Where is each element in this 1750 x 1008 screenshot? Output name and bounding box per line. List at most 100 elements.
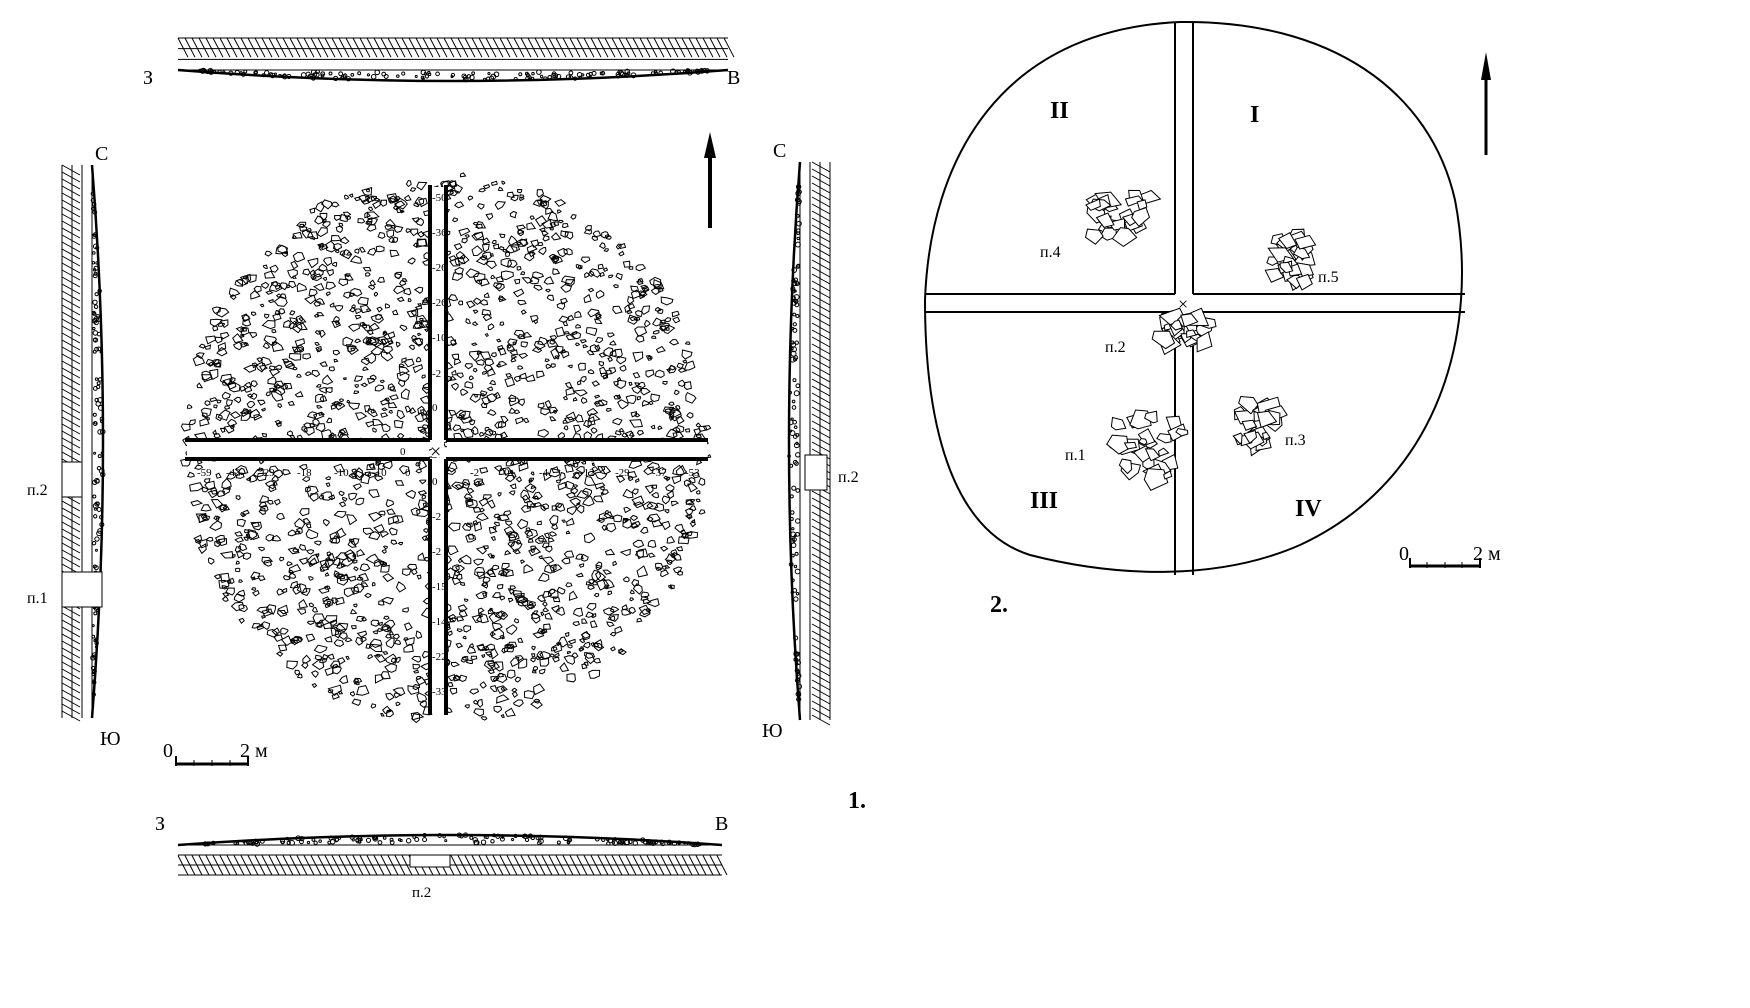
stone	[684, 530, 699, 539]
stone	[486, 409, 497, 416]
stone	[370, 703, 377, 709]
stone	[684, 341, 691, 345]
stone	[355, 497, 365, 506]
stone	[507, 597, 514, 603]
stone	[289, 310, 296, 316]
stone	[337, 657, 346, 666]
stone	[338, 674, 349, 685]
stone	[243, 536, 249, 541]
stone	[516, 224, 526, 231]
stone	[522, 417, 530, 424]
stone	[248, 332, 258, 339]
stone	[669, 409, 682, 422]
right-pit2-label: п.2	[838, 469, 859, 486]
stone	[311, 606, 319, 613]
stone	[356, 685, 370, 696]
stone	[580, 397, 588, 404]
stone	[205, 358, 215, 367]
stone	[555, 479, 561, 484]
stone	[386, 709, 392, 713]
stone	[505, 244, 521, 254]
stone	[411, 713, 421, 724]
stone	[638, 290, 647, 297]
stone	[590, 641, 596, 647]
stone	[652, 330, 660, 335]
level-label: 0	[432, 476, 438, 488]
stone	[315, 423, 326, 433]
stone	[661, 565, 667, 570]
stone	[636, 565, 649, 578]
stone	[619, 364, 627, 372]
stone	[500, 416, 509, 424]
stone	[397, 541, 404, 546]
stone	[509, 483, 517, 490]
stone	[355, 636, 363, 646]
level-label: -26	[432, 262, 447, 274]
stone	[327, 494, 336, 501]
stone	[194, 538, 202, 544]
stone	[542, 503, 550, 510]
stone	[213, 574, 221, 580]
stone	[548, 588, 556, 595]
stone	[372, 418, 384, 427]
stone	[190, 500, 203, 507]
stone	[414, 196, 425, 206]
stone	[200, 504, 212, 512]
stone	[289, 434, 296, 439]
stone	[295, 373, 302, 378]
stone	[507, 338, 518, 346]
stone	[533, 502, 543, 508]
stone	[508, 235, 519, 246]
stone	[373, 524, 385, 534]
stone	[313, 282, 325, 291]
scale-bar-fig1	[175, 756, 249, 766]
stone	[532, 610, 539, 615]
stone	[473, 393, 478, 398]
stone	[410, 568, 418, 576]
stone	[543, 276, 555, 285]
stone	[280, 635, 292, 647]
stone	[543, 623, 552, 631]
stone	[472, 368, 478, 373]
stone	[537, 336, 550, 346]
stone	[475, 359, 485, 366]
stone	[587, 270, 595, 278]
stone	[470, 655, 478, 661]
stone	[558, 315, 569, 323]
stone	[460, 416, 473, 424]
stone	[213, 404, 218, 409]
stone	[506, 191, 515, 198]
right-north-label: С	[773, 140, 786, 162]
stone	[380, 412, 389, 418]
stone	[551, 523, 559, 531]
stone	[557, 636, 569, 648]
stone	[526, 244, 538, 254]
stone	[388, 197, 398, 204]
stone	[302, 654, 312, 664]
stone	[386, 626, 392, 632]
stone	[413, 321, 423, 330]
stone	[644, 484, 654, 495]
stone	[349, 255, 363, 264]
stone	[286, 430, 293, 437]
stone	[559, 471, 566, 482]
stone	[474, 566, 486, 578]
stone	[464, 234, 470, 238]
stone	[334, 552, 350, 561]
stone	[455, 409, 466, 419]
stone	[683, 360, 696, 371]
stone	[310, 670, 319, 679]
stone	[365, 553, 381, 565]
stone	[350, 473, 357, 478]
stone	[607, 332, 615, 338]
stone	[308, 602, 315, 608]
stone	[294, 669, 301, 676]
stone	[485, 567, 497, 577]
stone	[449, 189, 459, 197]
stone	[242, 319, 252, 327]
stone	[366, 329, 374, 336]
stone	[672, 464, 686, 476]
level-label: -4	[539, 467, 549, 479]
stone	[386, 508, 397, 515]
stone	[689, 521, 697, 528]
